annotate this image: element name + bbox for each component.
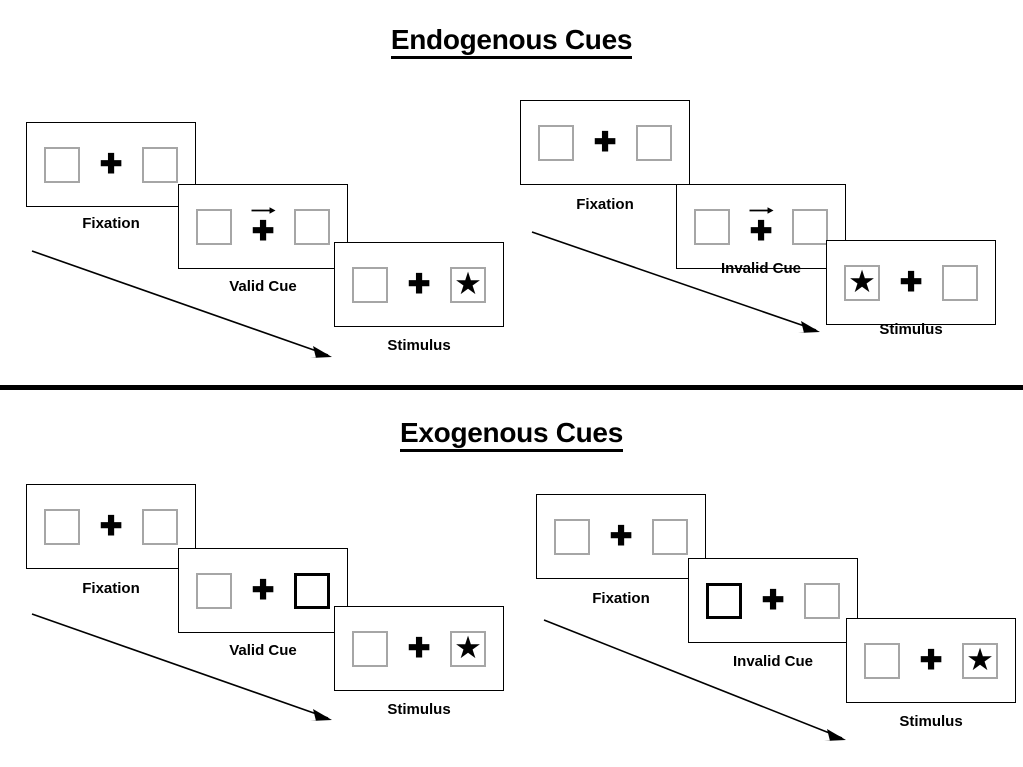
time-flow-arrow-endogenous-valid [31,250,332,358]
fixation-cross-icon: ✚ [749,215,773,246]
right-target-box: ★ [450,266,486,303]
section-divider [0,385,1023,390]
fixation-cross-icon: ✚ [99,511,123,541]
fixation-cross-icon: ✚ [899,267,923,297]
caption-exogenous-valid-cue: Valid Cue [229,642,297,659]
fixation-cross-area: ✚ [96,504,126,550]
caption-exogenous-invalid-fixation: Fixation [592,590,650,607]
right-placeholder-box [942,264,978,301]
fixation-cross-area: ✚ [96,142,126,188]
fixation-cross-area: ✚ [248,204,278,250]
right-placeholder-box [294,208,330,245]
left-placeholder-box [554,518,590,555]
panel-content: ✚ [179,549,347,632]
arrow-right-icon [251,206,276,214]
time-flow-arrow-endogenous-invalid [531,231,820,333]
caption-endogenous-valid-stimulus: Stimulus [387,337,451,354]
left-placeholder-box [44,508,80,545]
fixation-cross-icon: ✚ [761,585,785,615]
fixation-cross-icon: ✚ [99,149,123,179]
time-flow-arrow-exogenous-valid [31,613,332,721]
left-placeholder-box [538,124,574,161]
caption-exogenous-invalid-cue: Invalid Cue [732,653,814,670]
panel-content: ✚ [537,495,705,578]
section-title-exogenous-text: Exogenous Cues [400,417,623,452]
arrow-right-icon [749,206,774,214]
panel-endogenous-invalid-fixation: ✚ [520,100,690,185]
fixation-cross-area: ✚ [916,638,946,684]
right-target-box: ★ [450,630,486,667]
right-placeholder-box [792,208,828,245]
left-placeholder-box [352,630,388,667]
left-placeholder-box [694,208,730,245]
left-placeholder-box [196,572,232,609]
section-title-endogenous: Endogenous Cues [0,24,1023,59]
right-placeholder-box [142,508,178,545]
panel-content: ✚ [179,185,347,268]
caption-endogenous-invalid-cue: Invalid Cue [720,260,802,277]
fixation-cross-area: ✚ [404,626,434,672]
panel-exogenous-invalid-fixation: ✚ [536,494,706,579]
fixation-cross-icon: ✚ [407,269,431,299]
right-placeholder-box [142,146,178,183]
fixation-cross-area: ✚ [896,260,926,306]
section-title-endogenous-text: Endogenous Cues [390,24,632,59]
star-target-icon: ★ [848,264,876,299]
right-target-box: ★ [962,642,998,679]
left-placeholder-box [196,208,232,245]
panel-exogenous-valid-cue: ✚ [178,548,348,633]
fixation-cross-area: ✚ [606,514,636,560]
fixation-cross-icon: ✚ [593,127,617,157]
fixation-cross-icon: ✚ [919,645,943,675]
panel-endogenous-invalid-cue: ✚ [676,184,846,269]
star-target-icon: ★ [966,642,994,677]
panel-endogenous-valid-cue: ✚ [178,184,348,269]
panel-content: ✚ [689,559,857,642]
left-target-box: ★ [844,264,880,301]
time-flow-arrow-exogenous-invalid [543,619,846,741]
panel-content: ★ ✚ [827,241,995,324]
fixation-cross-icon: ✚ [407,633,431,663]
caption-endogenous-invalid-stimulus: Stimulus [879,321,943,338]
caption-endogenous-valid-fixation: Fixation [82,215,140,232]
fixation-cross-area: ✚ [590,120,620,166]
section-title-exogenous: Exogenous Cues [0,417,1023,452]
panel-endogenous-invalid-stimulus: ★ ✚ [826,240,996,325]
right-cued-box [294,572,330,609]
fixation-cross-area: ✚ [758,578,788,624]
right-placeholder-box [804,582,840,619]
right-placeholder-box [652,518,688,555]
panel-exogenous-invalid-stimulus: ✚ ★ [846,618,1016,703]
caption-exogenous-invalid-stimulus: Stimulus [899,713,963,730]
left-placeholder-box [352,266,388,303]
panel-content: ✚ [27,485,195,568]
panel-content: ✚ [521,101,689,184]
panel-exogenous-valid-fixation: ✚ [26,484,196,569]
panel-content: ✚ ★ [847,619,1015,702]
caption-exogenous-valid-fixation: Fixation [82,580,140,597]
panel-content: ✚ [27,123,195,206]
panel-endogenous-valid-stimulus: ✚ ★ [334,242,504,327]
left-cued-box [706,582,742,619]
fixation-cross-icon: ✚ [251,575,275,605]
fixation-cross-area: ✚ [746,204,776,250]
fixation-cross-icon: ✚ [251,215,275,246]
caption-exogenous-valid-stimulus: Stimulus [387,701,451,718]
right-placeholder-box [636,124,672,161]
left-placeholder-box [864,642,900,679]
panel-exogenous-valid-stimulus: ✚ ★ [334,606,504,691]
caption-endogenous-valid-cue: Valid Cue [229,278,297,295]
panel-content: ✚ ★ [335,243,503,326]
left-placeholder-box [44,146,80,183]
caption-endogenous-invalid-fixation: Fixation [576,196,634,213]
panel-content: ✚ [677,185,845,268]
fixation-cross-icon: ✚ [609,521,633,551]
panel-exogenous-invalid-cue: ✚ [688,558,858,643]
fixation-cross-area: ✚ [404,262,434,308]
fixation-cross-area: ✚ [248,568,278,614]
star-target-icon: ★ [454,266,482,301]
panel-content: ✚ ★ [335,607,503,690]
panel-endogenous-valid-fixation: ✚ [26,122,196,207]
star-target-icon: ★ [454,630,482,665]
